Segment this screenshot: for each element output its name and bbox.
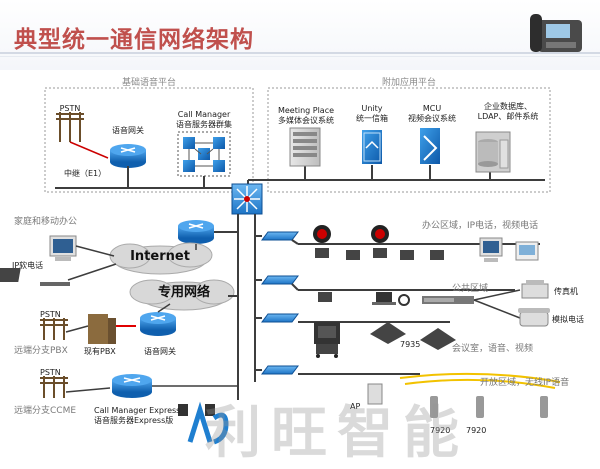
core-switch-icon [231,183,263,215]
access-switch-row4-icon [261,365,299,375]
pstn-label: PSTN [59,104,81,113]
internet-label: Internet [130,249,190,264]
ccme-pstn-poles-icon [40,376,68,398]
home-mobile-label: 家庭和移动办公 [14,217,78,227]
conference-video-icon [314,322,340,358]
call-manager-cluster-icon [177,131,231,177]
unity-server-icon [362,130,382,164]
model-7920b-label: 7920 [466,426,487,435]
public-headset-icon [398,294,410,306]
base-platform-box [44,87,254,193]
public-laptop-icon [372,292,396,305]
office-area-label: 办公区域，IP电话，视频电话 [422,221,539,231]
unity-label: Unity [361,104,383,113]
pstn3-label: PSTN [40,368,61,377]
wireless-phone-2-icon [476,396,484,418]
remote-ccme-label: 远端分支CCME [14,406,77,416]
existing-pbx-icon [88,314,116,344]
wireless-phone-1-icon [430,396,438,418]
voice-gateway-label: 语音网关 [112,126,144,135]
conference-phone-2-icon [420,328,456,350]
cme-label: Call Manager Express [94,406,181,415]
meeting-place-label: Meeting Place [277,106,335,115]
wireless-waves [399,372,561,389]
internet-cloud [109,242,213,275]
open-area-label: 开放区域，无线IP语音 [480,378,570,388]
voice-gateway2-label: 语音网关 [144,347,176,356]
unity-sub-label: 统一信箱 [356,114,388,123]
existing-pbx-label: 现有PBX [84,347,116,356]
call-manager-label: Call Manager [177,110,231,119]
mcu-sub-label: 视频会议系统 [408,114,456,123]
model-7920a-label: 7920 [430,426,451,435]
model-7935-label: 7935 [400,340,421,349]
addon-platform-title: 附加应用平台 [381,78,437,88]
fax-icon [521,280,549,299]
enterprise-label: 企业数据库、 [484,102,532,111]
edge-router-icon [178,220,214,244]
private-network-cloud [129,279,235,311]
cme-router-icon [112,374,152,398]
pbx-pstn-poles-icon [40,318,68,340]
analog-phone-label: 模拟电话 [552,315,584,324]
office-video-phone-icon [515,241,539,261]
watermark-text: 利旺智能 [205,401,469,466]
enterprise-sub-label: LDAP、邮件系统 [477,112,539,121]
header-band [0,0,600,70]
remote-pbx-label: 远端分支PBX [14,346,68,356]
pstn2-label: PSTN [40,310,61,319]
mcu-server-icon [420,128,440,164]
addon-platform-box [267,87,551,193]
header-ip-phone-icon [530,14,582,52]
office-desktop-icon [479,237,503,262]
cme-phones-icon [178,404,215,416]
fax-label: 传真机 [554,287,578,296]
page-title: 典型统一通信网络架构 [14,27,254,53]
conference-label: 会议室，语音、视频 [452,344,534,354]
cme-sub-label: 语音服务器Express版 [94,416,174,425]
call-manager-sub-label: 语音服务器群集 [176,120,232,129]
wireless-phone-3-icon [540,396,548,418]
home-desktop-icon [49,235,77,261]
softphone-laptop-icon [0,268,70,286]
branch-router-icon [140,312,176,336]
enterprise-database-icon [475,131,511,173]
private-network-label: 专用网络 [157,285,211,300]
access-switch-row1-icon [261,231,299,241]
video-phone-2-icon [371,225,389,258]
diagram-canvas [0,14,600,445]
public-gateway-icon [422,296,474,304]
voice-gateway-router-icon [110,144,146,168]
access-switch-row2-icon [261,275,299,285]
pstn-poles-icon [56,112,84,142]
base-platform-title: 基础语音平台 [121,78,177,88]
public-phone-icon [318,292,332,302]
analog-phone-icon [518,308,550,327]
ip-softphone-label: IP软电话 [12,261,44,270]
access-switch-row3-icon [261,313,299,323]
office-ip-phones-icon [346,250,444,260]
access-point-icon [367,383,383,405]
meeting-place-server-icon [289,127,321,167]
trunk-label: 中继（E1） [64,169,107,178]
conference-phone-1-icon [370,322,406,344]
header-decoration [0,52,600,57]
ap-label: AP [350,402,361,411]
video-phone-1-icon [313,225,331,258]
public-area-label: 公共区域 [452,284,489,294]
meeting-place-sub-label: 多媒体会议系统 [278,116,334,125]
watermark-logo-icon [187,401,229,445]
mcu-label: MCU [422,104,442,113]
